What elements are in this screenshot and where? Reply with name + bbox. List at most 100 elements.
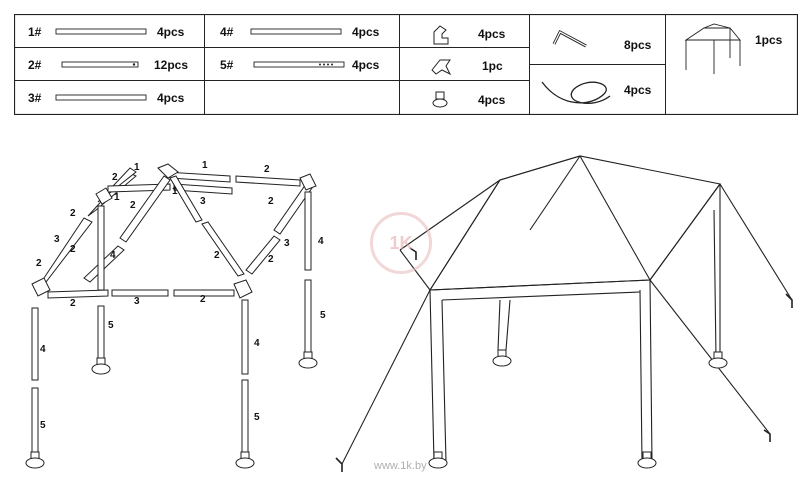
part-row-1: 1# 4pcs (28, 25, 185, 39)
extra-stakes-qty: 8pcs (624, 38, 652, 52)
part-2-id: 2# (28, 58, 42, 72)
corner-connector-icon (433, 25, 449, 45)
part-1-id: 1# (28, 25, 42, 39)
leg-front-left-upper (31, 307, 39, 381)
label-5a: 5 (108, 320, 114, 331)
guy-rope-front-left (341, 289, 431, 465)
corner-front-right (233, 279, 253, 299)
pole-1-icon (55, 28, 147, 35)
ridge-poles (165, 171, 301, 187)
pole-5-icon (253, 61, 345, 68)
connector-corner-qty: 4pcs (478, 27, 506, 41)
part-4-id: 4# (220, 25, 234, 39)
peak-connector-icon (431, 59, 452, 76)
leg-front-right-lower (241, 379, 249, 453)
tent-foot-front-left (428, 451, 448, 469)
label-2a: 2 (112, 172, 118, 183)
watermark-logo-icon: 1K (370, 212, 432, 274)
part-4-qty: 4pcs (352, 25, 380, 39)
leg-back-right-upper (304, 191, 312, 271)
label-2j: 2 (70, 298, 76, 309)
label-3b: 3 (54, 234, 60, 245)
label-4c: 4 (40, 344, 46, 355)
label-3c: 3 (200, 196, 206, 207)
part-3-qty: 4pcs (157, 91, 185, 105)
label-1a: 1 (134, 162, 140, 173)
tent-leg-front-left (429, 289, 435, 463)
frame-assembly-diagram: 1 1 1 1 2 2 2 2 2 2 2 2 2 2 2 3 3 3 3 4 … (25, 160, 326, 469)
connector-peak-qty: 1pc (482, 59, 503, 73)
leg-front-left-lower (31, 387, 39, 453)
guy-rope-back-right (719, 183, 793, 301)
part-2-qty: 12pcs (154, 58, 188, 72)
label-2i: 2 (268, 254, 274, 265)
part-row-3: 3# 4pcs (28, 91, 185, 105)
corner-back-right (299, 173, 317, 191)
foot-plate-icon (432, 98, 448, 108)
label-1d: 1 (172, 186, 178, 197)
assembled-tent-diagram (335, 155, 793, 472)
label-2k: 2 (200, 294, 206, 305)
part-row-5: 5# 4pcs (220, 58, 380, 72)
part-5-qty: 4pcs (352, 58, 380, 72)
right-rafter-back (245, 183, 313, 275)
stake-back-right (785, 293, 793, 308)
leg-back-left-lower (97, 305, 105, 359)
pole-3-icon (55, 94, 147, 101)
canopy-icon (684, 23, 741, 74)
inner-rafter (119, 175, 171, 243)
label-5d: 5 (254, 412, 260, 423)
back-cross-beam (107, 183, 233, 195)
corner-front-left (31, 277, 51, 297)
connector-foot: 4pcs (432, 91, 506, 108)
tent-leg-front-right (649, 279, 653, 463)
connector-foot-qty: 4pcs (478, 93, 506, 107)
part-1-qty: 4pcs (157, 25, 185, 39)
leg-front-right-upper (241, 299, 249, 375)
pole-4-icon (250, 28, 342, 35)
foot-back-right (298, 351, 318, 369)
label-1b: 1 (202, 160, 208, 171)
stake-front-right (763, 429, 771, 442)
extra-stakes: 8pcs (552, 29, 652, 52)
part-row-2: 2# 12pcs (28, 58, 188, 72)
extra-canopy-qty: 1pcs (755, 33, 783, 47)
foot-back-left (91, 357, 111, 375)
extra-ropes-qty: 4pcs (624, 83, 652, 97)
label-2h: 2 (214, 250, 220, 261)
guy-rope-front-right (649, 279, 771, 435)
part-5-id: 5# (220, 58, 234, 72)
watermark-url: www.1k.by (374, 460, 427, 472)
tent-leg-back-right (713, 209, 717, 359)
label-2e: 2 (70, 208, 76, 219)
label-2f: 2 (70, 244, 76, 255)
canopy-roof (428, 155, 721, 291)
label-3a: 3 (284, 238, 290, 249)
connector-peak: 1pc (431, 59, 503, 76)
part-3-id: 3# (28, 91, 42, 105)
foot-front-right (235, 451, 255, 469)
corner-back-left (95, 187, 113, 205)
pole-2-icon (61, 61, 139, 68)
label-2d: 2 (268, 196, 274, 207)
label-2b: 2 (264, 164, 270, 175)
rope-icon (541, 81, 611, 104)
label-4b: 4 (318, 236, 324, 247)
label-5c: 5 (40, 420, 46, 431)
label-2g: 2 (36, 258, 42, 269)
extra-ropes: 4pcs (541, 81, 652, 104)
foot-front-left (25, 451, 45, 469)
leg-back-left-upper (97, 205, 105, 291)
connector-corner: 4pcs (433, 25, 506, 45)
label-4d: 4 (254, 338, 260, 349)
label-5b: 5 (320, 310, 326, 321)
leg-back-right-lower (304, 279, 312, 353)
part-row-4: 4# 4pcs (220, 25, 380, 39)
tent-foot-back-left (492, 349, 512, 367)
label-4a: 4 (110, 250, 116, 261)
parts-table: 1# 4pcs 2# 12pcs 3# 4pcs 4# 4pcs 5# 4pcs… (14, 14, 798, 115)
label-3d: 3 (134, 296, 140, 307)
right-rafter-front (169, 175, 245, 277)
extra-canopy: 1pcs (684, 23, 783, 74)
watermark-logo-text: 1K (389, 232, 413, 253)
